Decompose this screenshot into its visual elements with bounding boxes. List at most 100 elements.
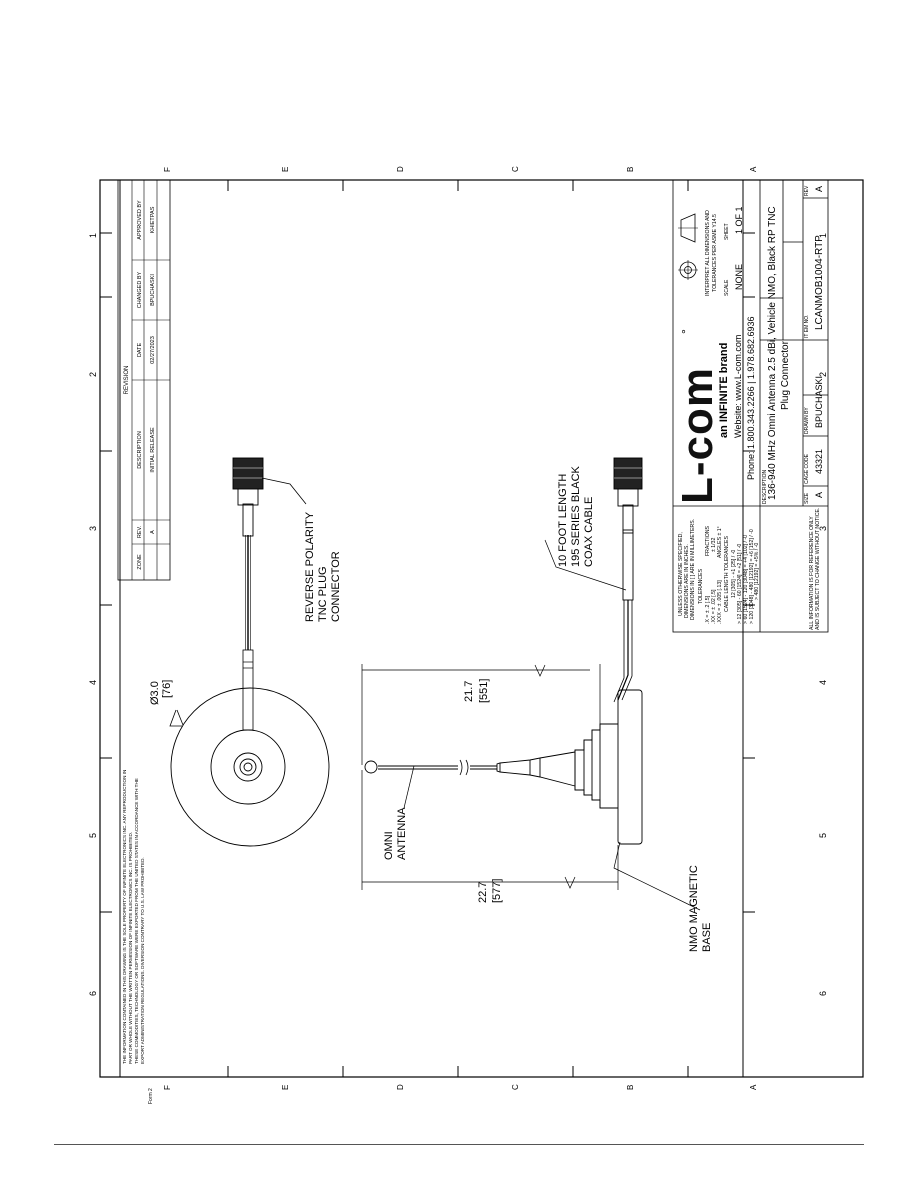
inner-border [119, 179, 744, 1078]
zone-letter-b-bottom: B [626, 1085, 635, 1090]
antenna-cone [496, 751, 576, 787]
tol-x: .X = ± .2 [.5] [705, 595, 711, 624]
lcom-logo: L-com ° [673, 329, 722, 504]
zone-ticks [100, 180, 755, 1077]
part-label: IT EM NO. [804, 314, 810, 338]
fractions-label: FRACTIONS [705, 525, 711, 556]
rev-header-description: DESCRIPTION [137, 431, 143, 469]
size-label: SIZE [804, 492, 810, 504]
rev-header-approved-by: APPROVED BY [137, 200, 143, 240]
side-view [364, 457, 643, 845]
proprietary-line-4: EXPORT ADMINISTRATION REGULATIONS. DIVER… [140, 857, 145, 1064]
zone-number-1-left: 1 [88, 233, 98, 238]
connector-callout-1: REVERSE POLARITY [304, 511, 316, 622]
cable-tol-5: > 480 [12192] = +5% / -0 [754, 543, 760, 600]
dim-b-mm: [577] [491, 879, 503, 903]
tol-note-2: DIMENSIONS ARE IN INCHES. [684, 544, 690, 618]
phone-text: Phone: 1.800.343.2266 | 1.978.682.6936 [746, 317, 756, 481]
dim-b-value: 22.7 [477, 882, 489, 903]
cable-callout-2: 195 SERIES BLACK [570, 465, 582, 567]
antenna-callout-1: OMNI [383, 831, 395, 860]
tol-xxx: .XXX = ± .005 [.13] [717, 580, 723, 624]
base-callout-2: BASE [701, 923, 713, 952]
base-mid-circle [210, 729, 286, 805]
all-info-note-1: ALL INFORMATION IS FOR REFERENCE ONLY [809, 516, 815, 630]
zone-number-4-right: 4 [818, 680, 828, 685]
cage-value: 43321 [814, 449, 824, 474]
sheet-value: 1 OF 1 [734, 206, 744, 234]
side-cable-boot [622, 529, 634, 601]
part-number: LCANMOB1004-RTP [814, 235, 825, 330]
rev-header-rev: REV. [137, 525, 143, 538]
zone-number-1-right: 1 [818, 233, 828, 238]
drawn-label: DRAWN BY [804, 407, 810, 434]
side-tnc-body [617, 487, 639, 507]
description-line-2: Plug Connector [780, 340, 791, 410]
title-block [672, 179, 829, 633]
magnetic-base-puck [617, 689, 643, 845]
zone-letter-a-bottom: A [749, 1084, 758, 1090]
side-dimensions [361, 539, 701, 911]
revision-block: REVISION ZONE REV. DESCRIPTION DATE CHAN… [117, 179, 171, 581]
zone-letter-e-bottom: E [281, 1085, 290, 1090]
description-line-1: 136-940 MHz Omni Antenna 2.5 dBi, Vehicl… [767, 206, 778, 500]
rev-label: REV [804, 185, 810, 196]
zone-number-5-left: 5 [88, 833, 98, 838]
top-view [170, 457, 330, 847]
tol-note-1: UNLESS OTHERWISE SPECIFIED, [678, 532, 684, 616]
brand-tagline: an INFINITE brand [718, 343, 730, 438]
tolerances-label: TOLERANCES [698, 568, 704, 604]
cable-tol-2: > 12 [305] - 60 [1524] = +2 [51] / -0 [737, 544, 743, 624]
drawn-value: BPUCHASKI [814, 376, 824, 428]
zone-letter-b-top: B [626, 167, 635, 172]
dim-a-mm: [551] [478, 679, 490, 703]
side-tnc-boot-lower [622, 504, 634, 534]
zone-number-4-left: 4 [88, 680, 98, 685]
outer-border [99, 179, 864, 1078]
base-callout-1: NMO MAGNETIC [688, 865, 700, 952]
description-label: DESCRIPTION [762, 469, 768, 504]
revision-title: REVISION [124, 366, 130, 395]
angles-tolerance: ANGLES ± 1° [717, 526, 723, 558]
base-outer-circle [170, 687, 330, 847]
diameter-callout: Ø3.0 [149, 681, 161, 705]
rev-row-approved-by: KHIETPAS [150, 206, 156, 233]
proprietary-line-2: PART OR WHOLE WITHOUT THE WRITTEN PERMIS… [128, 832, 133, 1064]
antenna-callout-2: ANTENNA [396, 807, 408, 860]
connector-callout-2: TNC PLUG [317, 566, 329, 622]
antenna-ball-tip [364, 760, 378, 774]
cable-tol-4: > 120 [3048] - 480 [12192] = +6 [152] / … [749, 529, 755, 624]
top-tnc-body [237, 487, 259, 506]
zone-number-6-right: 6 [818, 991, 828, 996]
rev-header-changed-by: CHANGED BY [137, 271, 143, 308]
zone-number-3-left: 3 [88, 526, 98, 531]
connector-callout-3: CONNECTOR [330, 551, 342, 622]
rev-row-description: INITIAL RELEASE [150, 427, 156, 473]
zone-letter-d-top: D [396, 166, 405, 172]
rev-row-changed-by: BPUCHASKI [150, 274, 156, 306]
logo-mark: ° [679, 329, 693, 334]
diameter-mm-callout: [76] [161, 680, 173, 698]
rev-header-zone: ZONE [137, 554, 143, 570]
proprietary-line-3: THESE COMMODITIES, TECHNOLOGY OR SOFTWAR… [134, 778, 139, 1064]
base-body [574, 723, 618, 809]
rev-value: A [814, 186, 824, 192]
zone-letter-c-top: C [511, 166, 520, 172]
projection-note-1: INTERPRET ALL DIMENSIONS AND [705, 210, 711, 296]
dim-a-value: 21.7 [463, 681, 475, 702]
zone-number-2-right: 2 [818, 372, 828, 377]
base-ring [233, 752, 263, 782]
zone-letter-c-bottom: C [511, 1084, 520, 1090]
rev-row-rev: A [150, 530, 156, 534]
form-code: Form 2 [148, 1088, 154, 1104]
zone-number-5-right: 5 [818, 833, 828, 838]
projection-cone [680, 213, 696, 243]
base-center-hole [243, 762, 253, 772]
fractions-value: ± 1/32 [711, 538, 717, 552]
projection-note-2: TOLERANCES PER ASME Y14.5 [712, 214, 718, 292]
leaders-top [169, 477, 307, 727]
zone-letter-a-top: A [749, 166, 758, 172]
tol-xx: .XX = ± .02 [.5] [711, 589, 717, 624]
